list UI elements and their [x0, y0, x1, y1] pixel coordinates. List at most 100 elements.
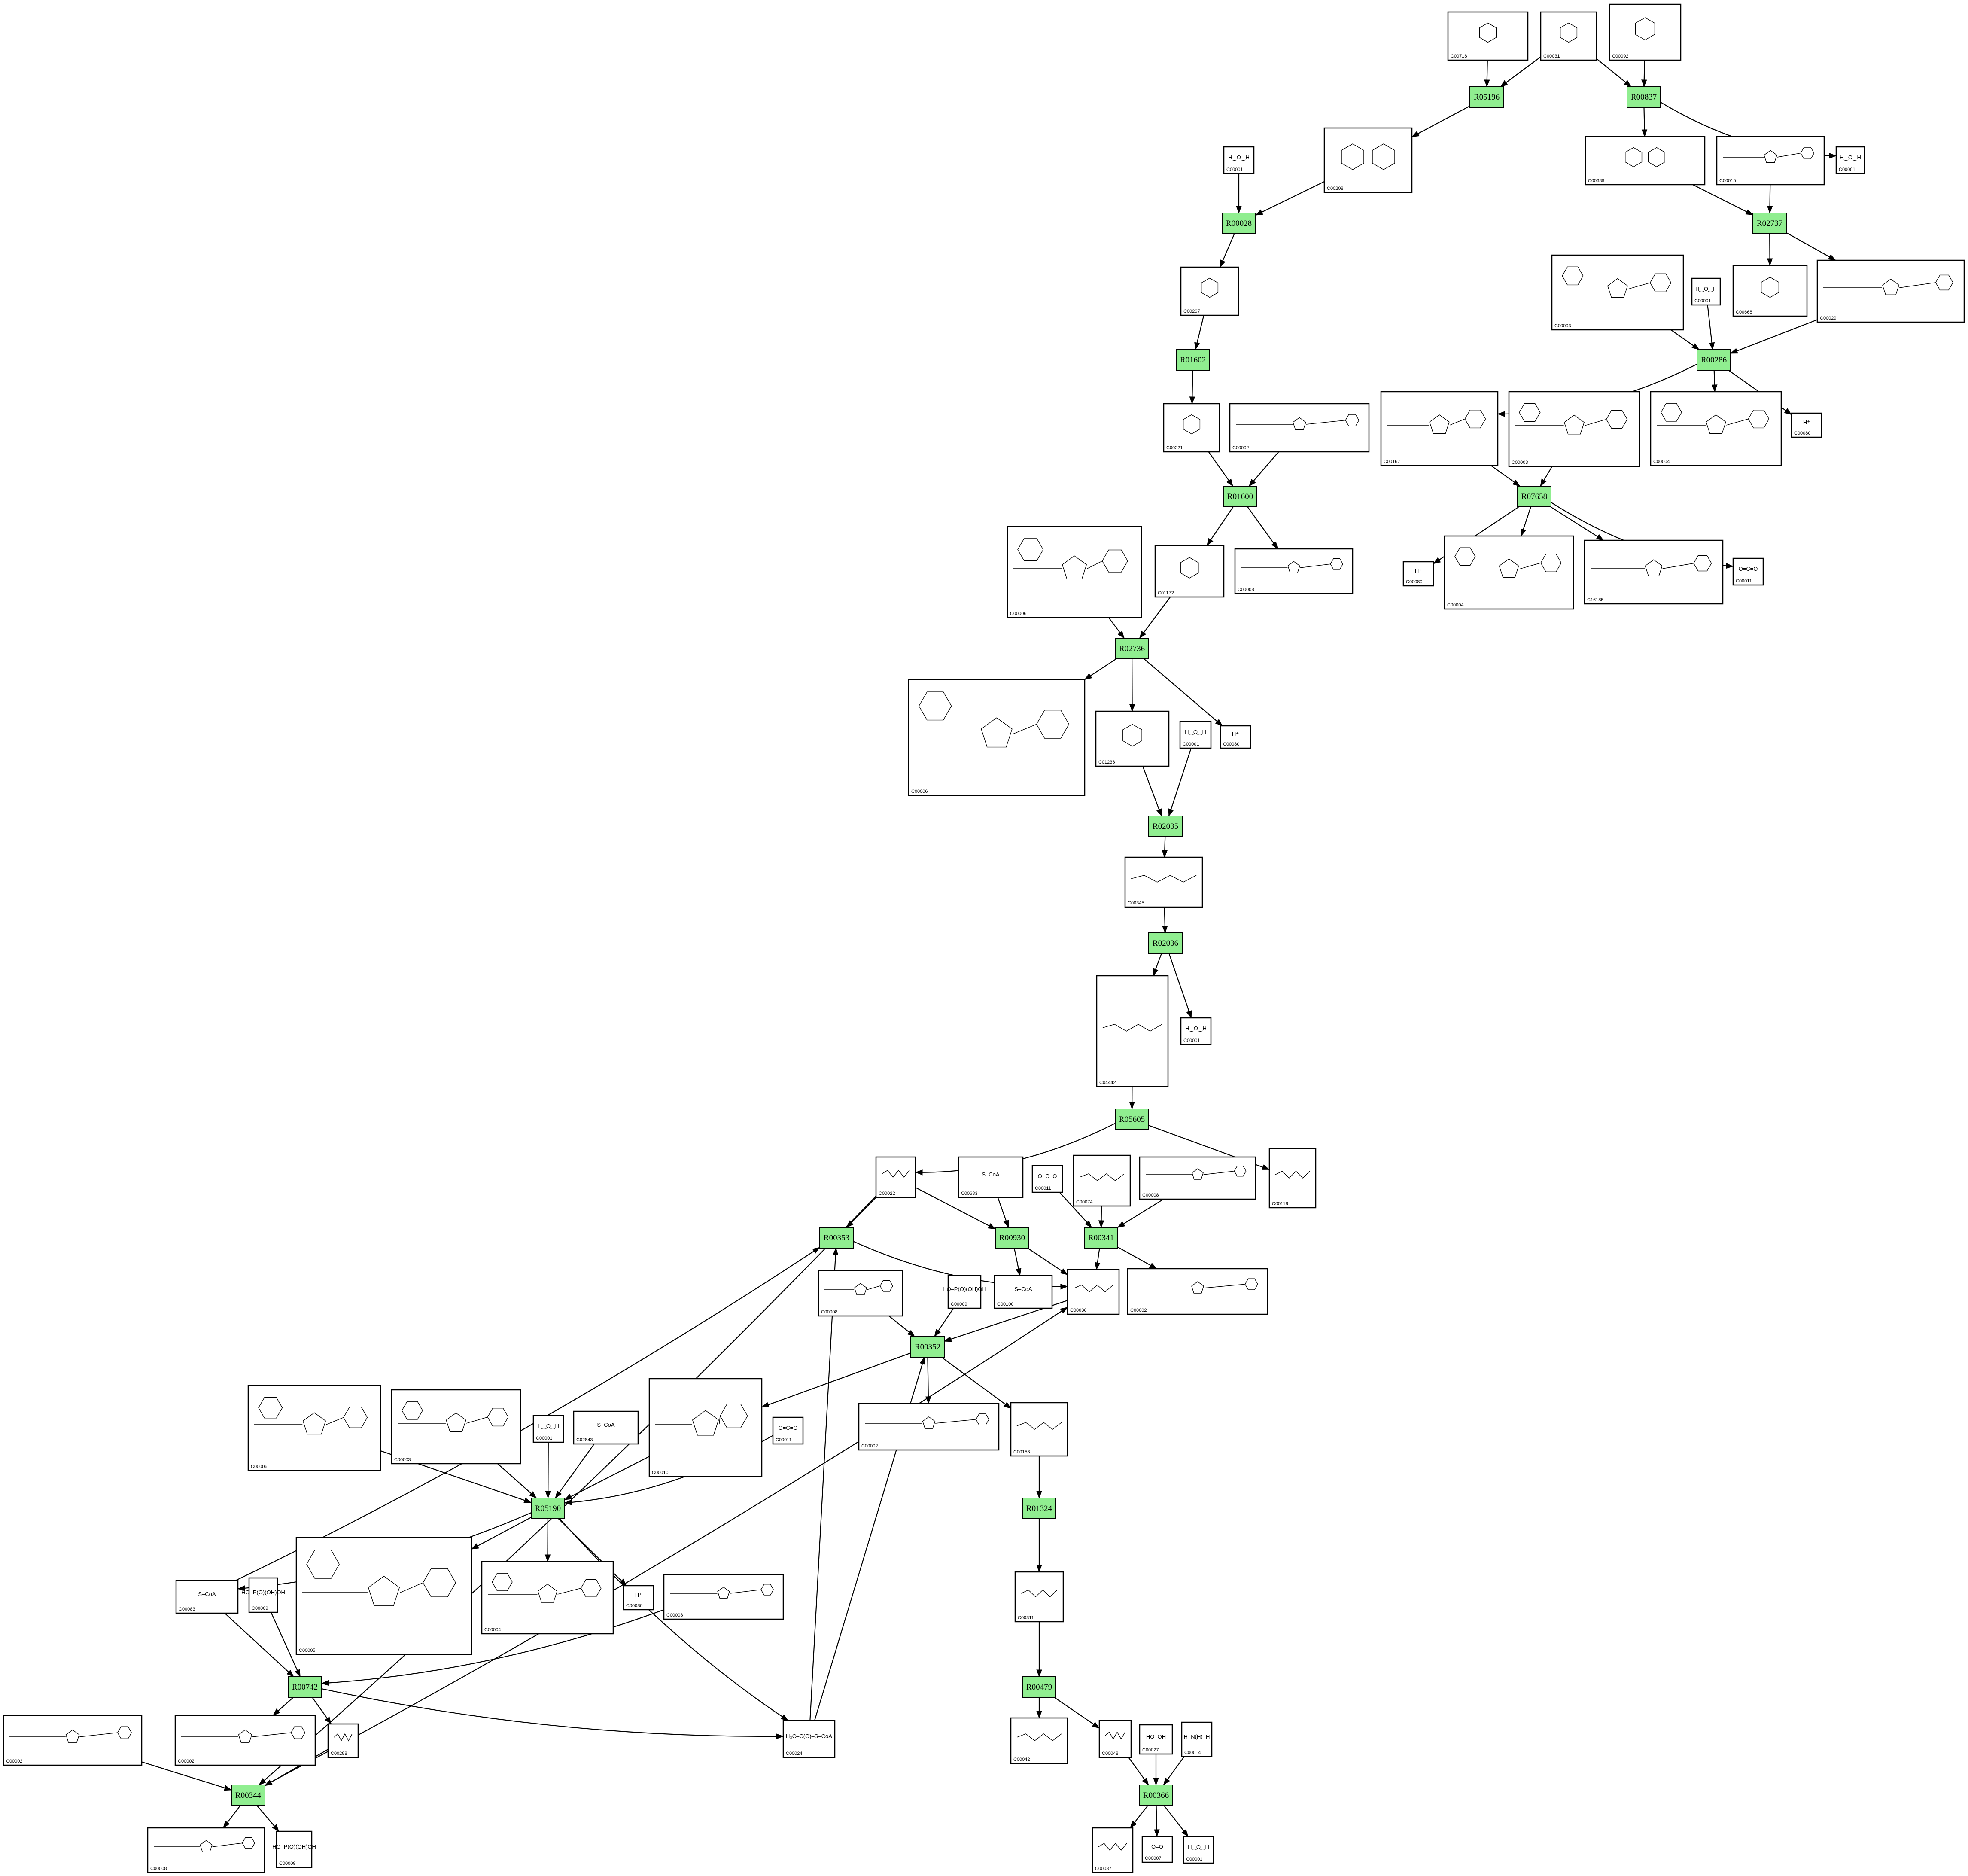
reaction-node[interactable]: R00479: [1022, 1676, 1056, 1698]
compound-node[interactable]: C00003: [1508, 391, 1640, 467]
compound-node[interactable]: C00004: [1444, 535, 1574, 610]
compound-node[interactable]: C00092: [1609, 3, 1682, 61]
compound-node[interactable]: C00036: [1067, 1269, 1120, 1315]
compound-node[interactable]: C00002: [174, 1715, 316, 1766]
compound-node[interactable]: C00221: [1163, 403, 1220, 453]
compound-node[interactable]: C00074: [1073, 1154, 1131, 1207]
compound-node[interactable]: C00029: [1816, 259, 1965, 323]
compound-node[interactable]: C00003: [391, 1389, 521, 1465]
reaction-node[interactable]: R00352: [910, 1336, 945, 1358]
bond-icon: [1204, 1284, 1245, 1288]
compound-id: C01236: [1098, 760, 1115, 765]
compound-node[interactable]: C00004: [1650, 391, 1782, 466]
compound-node[interactable]: C00037: [1092, 1827, 1134, 1873]
reaction-edge: [1641, 107, 1648, 137]
compound-node[interactable]: H⁺C00080: [1220, 725, 1251, 749]
compound-node[interactable]: C00002: [3, 1715, 143, 1766]
reaction-node[interactable]: R00742: [288, 1676, 322, 1698]
reaction-node[interactable]: R01602: [1176, 349, 1210, 371]
compound-node[interactable]: C00005: [295, 1537, 472, 1655]
reaction-node[interactable]: R05196: [1469, 86, 1504, 108]
reaction-node[interactable]: R02035: [1148, 816, 1183, 837]
reaction-node[interactable]: R00341: [1084, 1227, 1118, 1249]
compound-node[interactable]: C00008: [1139, 1156, 1256, 1200]
compound-node[interactable]: C00006: [247, 1385, 381, 1471]
reaction-node[interactable]: R02737: [1752, 213, 1787, 234]
compound-node[interactable]: C00118: [1268, 1148, 1317, 1209]
compound-node[interactable]: C00015: [1716, 136, 1825, 186]
reaction-node[interactable]: R00028: [1222, 213, 1256, 234]
compound-node[interactable]: C00002: [858, 1403, 1000, 1451]
reaction-node[interactable]: R02036: [1148, 932, 1183, 954]
compound-node[interactable]: H⁺C00080: [1402, 561, 1434, 587]
reaction-node[interactable]: R00837: [1627, 86, 1661, 108]
compound-node[interactable]: C00311: [1014, 1571, 1064, 1623]
compound-node[interactable]: C00689: [1585, 136, 1706, 186]
compound-node[interactable]: C00031: [1540, 11, 1597, 61]
reaction-node[interactable]: R07658: [1517, 486, 1551, 507]
reaction-node[interactable]: R05605: [1115, 1109, 1149, 1130]
compound-node[interactable]: C00167: [1380, 391, 1499, 466]
compound-node[interactable]: C00008: [1234, 548, 1354, 594]
compound-node[interactable]: C00288: [327, 1723, 359, 1758]
compound-node[interactable]: C00158: [1010, 1402, 1068, 1457]
reaction-node[interactable]: R00353: [819, 1227, 854, 1249]
compound-node[interactable]: C00010: [648, 1378, 763, 1477]
compound-node[interactable]: C00008: [818, 1270, 903, 1317]
compound-node[interactable]: C00022: [875, 1156, 916, 1198]
nicotinamide-ring-icon: [492, 1573, 513, 1591]
compound-node[interactable]: C00208: [1323, 127, 1413, 193]
compound-node[interactable]: C00004: [481, 1561, 614, 1635]
compound-node[interactable]: C00668: [1732, 265, 1808, 317]
compound-node[interactable]: C16185: [1584, 539, 1724, 605]
compound-node[interactable]: C00008: [663, 1574, 784, 1620]
compound-node[interactable]: C00267: [1180, 266, 1239, 316]
reaction-node[interactable]: R01324: [1022, 1498, 1056, 1519]
compound-node[interactable]: C00002: [1127, 1268, 1268, 1315]
reaction-node[interactable]: R00930: [995, 1227, 1029, 1249]
compound-node[interactable]: H⁺C00080: [623, 1585, 654, 1611]
compound-node[interactable]: C01172: [1154, 545, 1225, 598]
compound-node[interactable]: C00006: [908, 679, 1086, 796]
reaction-node[interactable]: R02736: [1115, 638, 1149, 659]
compound-node[interactable]: C00718: [1447, 11, 1529, 61]
reaction-node[interactable]: R00286: [1697, 349, 1731, 371]
compound-node[interactable]: H⁺C00080: [1791, 412, 1822, 438]
reaction-node[interactable]: R00344: [231, 1785, 265, 1806]
compound-node[interactable]: C00345: [1124, 856, 1203, 908]
reaction-node[interactable]: R05190: [531, 1498, 565, 1519]
reaction-node[interactable]: R01600: [1223, 486, 1257, 507]
compound-node[interactable]: C00042: [1010, 1717, 1068, 1764]
compound-node[interactable]: C00006: [1007, 526, 1142, 618]
compound-node[interactable]: C00048: [1098, 1720, 1132, 1758]
reaction-node[interactable]: R00366: [1139, 1785, 1173, 1806]
arrowhead-icon: [1512, 479, 1521, 487]
compound-box: [481, 1561, 614, 1635]
compound-node[interactable]: C00002: [1229, 403, 1370, 453]
compound-node[interactable]: C04442: [1096, 975, 1169, 1087]
compound-node[interactable]: C00008: [147, 1827, 265, 1873]
compound-node[interactable]: C00003: [1551, 254, 1684, 331]
compound-node[interactable]: C01236: [1095, 710, 1170, 767]
